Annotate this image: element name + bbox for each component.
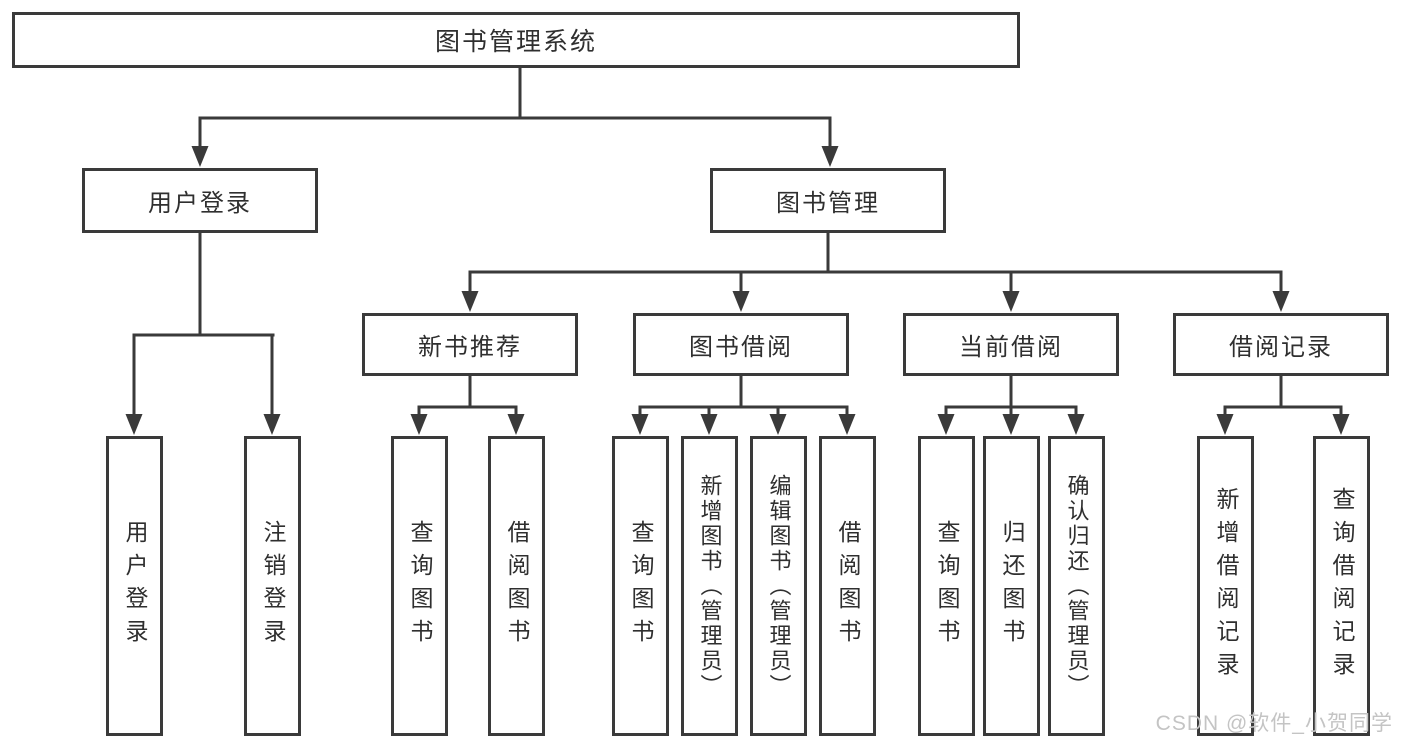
leaf-query-books-current-label: 查询图书 [934,520,960,652]
leaf-query-borrow-record-label: 查询借阅记录 [1329,487,1355,685]
node-book-management-label: 图书管理 [776,190,880,217]
node-current-borrow: 当前借阅 [903,313,1119,376]
node-user-login-label: 用户登录 [148,190,252,217]
watermark-text: CSDN @软件_小贺同学 [1155,712,1393,735]
node-current-borrow-label: 当前借阅 [959,334,1063,361]
leaf-user-login-label: 用户登录 [122,520,148,652]
node-new-book-recommend: 新书推荐 [362,313,578,376]
leaf-logout-label: 注销登录 [260,520,286,652]
leaf-add-borrow-record-label: 新增借阅记录 [1213,487,1239,685]
leaf-edit-book-admin: 编辑图书（管理员） [750,436,807,736]
node-book-borrow-label: 图书借阅 [689,334,793,361]
leaf-add-book-admin: 新增图书（管理员） [681,436,738,736]
leaf-borrow-books-label: 借阅图书 [835,520,861,652]
leaf-borrow-books-recommend: 借阅图书 [488,436,545,736]
node-borrow-record: 借阅记录 [1173,313,1389,376]
leaf-confirm-return-admin: 确认归还（管理员） [1048,436,1105,736]
leaf-query-books-current: 查询图书 [918,436,975,736]
leaf-borrow-books: 借阅图书 [819,436,876,736]
leaf-query-books-recommend-label: 查询图书 [407,520,433,652]
leaf-add-book-admin-label: 新增图书（管理员） [697,473,723,699]
leaf-logout: 注销登录 [244,436,301,736]
leaf-query-borrow-record: 查询借阅记录 [1313,436,1370,736]
node-book-management: 图书管理 [710,168,946,233]
node-book-borrow: 图书借阅 [633,313,849,376]
leaf-query-books-borrow: 查询图书 [612,436,669,736]
node-new-book-recommend-label: 新书推荐 [418,334,522,361]
leaf-confirm-return-admin-label: 确认归还（管理员） [1064,473,1090,699]
leaf-user-login: 用户登录 [106,436,163,736]
leaf-return-book-label: 归还图书 [999,520,1025,652]
leaf-query-books-borrow-label: 查询图书 [628,520,654,652]
node-user-login: 用户登录 [82,168,318,233]
leaf-query-books-recommend: 查询图书 [391,436,448,736]
leaf-return-book: 归还图书 [983,436,1040,736]
node-root-library-system: 图书管理系统 [12,12,1020,68]
leaf-edit-book-admin-label: 编辑图书（管理员） [766,473,792,699]
node-root-label: 图书管理系统 [434,28,597,56]
leaf-borrow-books-recommend-label: 借阅图书 [504,520,530,652]
node-borrow-record-label: 借阅记录 [1229,334,1333,361]
leaf-add-borrow-record: 新增借阅记录 [1197,436,1254,736]
